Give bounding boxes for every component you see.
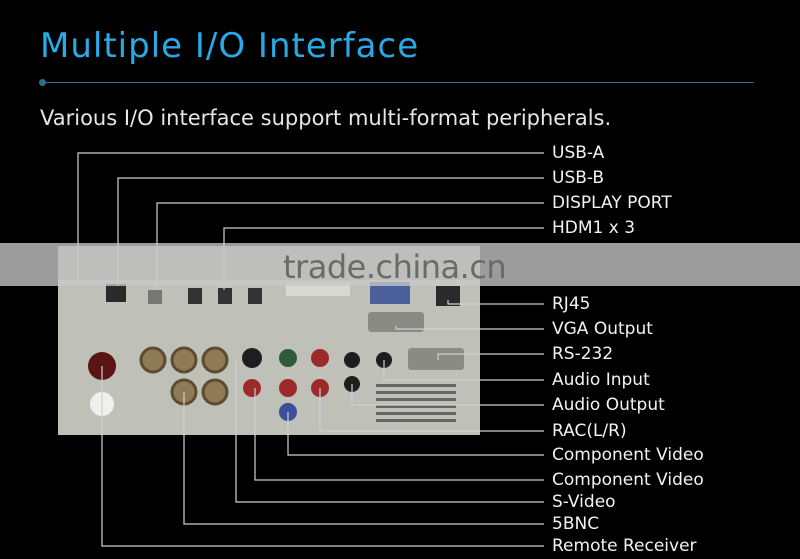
watermark-text: trade.china.cn [283, 248, 507, 286]
component-video-port-red-3 [279, 379, 297, 397]
label-audio-input: Audio Input [552, 370, 650, 390]
callout-line-audio-input [383, 360, 544, 381]
label-audio-output: Audio Output [552, 395, 665, 415]
callout-line-component-video-2 [254, 388, 544, 481]
rj45-port [436, 286, 460, 306]
label-rj45: RJ45 [552, 294, 591, 314]
hdmi-port-1 [188, 288, 202, 304]
callout-line-audio-output [351, 384, 544, 406]
callout-line-5bnc [183, 392, 544, 525]
page-title: Multiple I/O Interface [40, 26, 420, 66]
label-vga-output: VGA Output [552, 319, 653, 339]
s-video-port [242, 348, 262, 368]
label-usb-b: USB-B [552, 168, 605, 188]
bnc-port-5 [201, 378, 229, 406]
callout-line-component-video-1 [287, 412, 544, 456]
label-remote-receiver: Remote Receiver [552, 536, 697, 556]
component-video-port-red [311, 349, 329, 367]
component-video-port-green [279, 349, 297, 367]
hdmi-port-3 [248, 288, 262, 304]
label-5bnc: 5BNC [552, 514, 600, 534]
label-component-video-1: Component Video [552, 445, 704, 465]
callout-line-vga-output [395, 326, 544, 330]
vent-grill [376, 384, 456, 422]
io-panel-photo [58, 280, 480, 435]
callout-line-remote-receiver [101, 366, 544, 547]
callout-line-s-video [235, 362, 544, 503]
usb-b-port [106, 284, 126, 302]
label-component-video-2: Component Video [552, 470, 704, 490]
label-hdmi: HDM1 x 3 [552, 218, 636, 238]
label-display-port: DISPLAY PORT [552, 193, 672, 213]
title-divider-dot [39, 79, 46, 86]
label-rs232: RS-232 [552, 344, 614, 364]
callout-line-usb-a [77, 152, 544, 286]
component-video-port-red-2 [243, 379, 261, 397]
hdmi-port-2 [218, 288, 232, 304]
label-s-video: S-Video [552, 492, 616, 512]
bnc-port-1 [139, 346, 167, 374]
title-divider [42, 82, 754, 83]
callout-line-rac [319, 388, 544, 432]
bnc-port-3 [201, 346, 229, 374]
label-rac: RAC(L/R) [552, 421, 627, 441]
bnc-port-2 [170, 346, 198, 374]
callout-line-rj45 [447, 300, 544, 305]
audio-output-jack-1 [344, 352, 360, 368]
watermark-band [0, 243, 800, 286]
display-port-port [148, 290, 162, 304]
label-usb-a: USB-A [552, 143, 605, 163]
callout-line-rs232 [437, 353, 544, 360]
page-subtitle: Various I/O interface support multi-form… [40, 106, 612, 130]
vga-input-port [370, 282, 410, 304]
vga-output-port [368, 312, 424, 332]
